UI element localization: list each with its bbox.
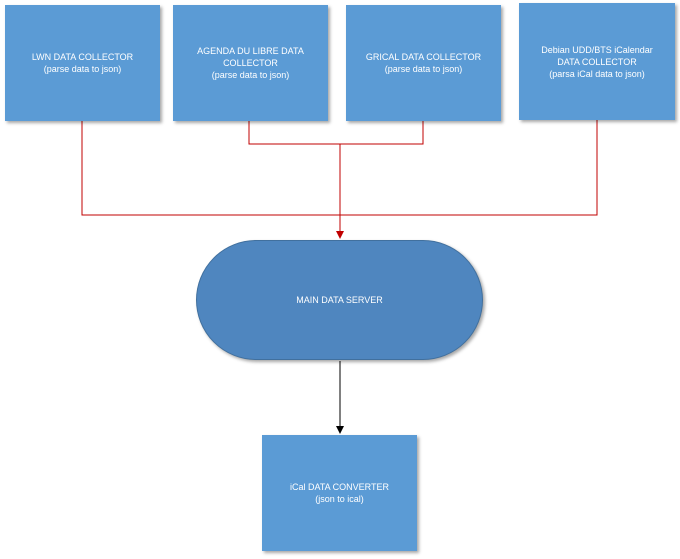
connector-agenda-grical	[248, 121, 424, 145]
debian-collector-subtitle: (parsa iCal data to json)	[549, 68, 645, 79]
converter-subtitle: (json to ical)	[315, 494, 364, 504]
main-data-server-label: MAIN DATA SERVER	[296, 295, 383, 305]
main-data-server: MAIN DATA SERVER	[196, 240, 483, 360]
grical-collector-box: GRICAL DATA COLLECTOR (parse data to jso…	[346, 5, 501, 121]
agenda-du-libre-collector-box: AGENDA DU LIBRE DATA COLLECTOR (parse da…	[173, 5, 328, 121]
converter-title: iCal DATA CONVERTER	[289, 482, 390, 492]
grical-collector-subtitle: (parse data to json)	[384, 64, 463, 74]
agenda-collector-subtitle: (parse data to json)	[211, 70, 290, 80]
lwn-collector-subtitle: (parse data to json)	[43, 64, 122, 74]
lwn-collector-title: LWN DATA COLLECTOR	[31, 52, 134, 62]
lwn-collector-box: LWN DATA COLLECTOR (parse data to json)	[5, 5, 160, 121]
grical-collector-title: GRICAL DATA COLLECTOR	[365, 52, 482, 62]
debian-udd-bts-collector-box: Debian UDD/BTS iCalendar DATA COLLECTOR …	[519, 3, 675, 120]
agenda-collector-title: AGENDA DU LIBRE DATA COLLECTOR	[197, 46, 304, 68]
debian-collector-title: Debian UDD/BTS iCalendar DATA COLLECTOR	[541, 44, 653, 67]
ical-converter-box: iCal DATA CONVERTER (json to ical)	[262, 435, 417, 551]
